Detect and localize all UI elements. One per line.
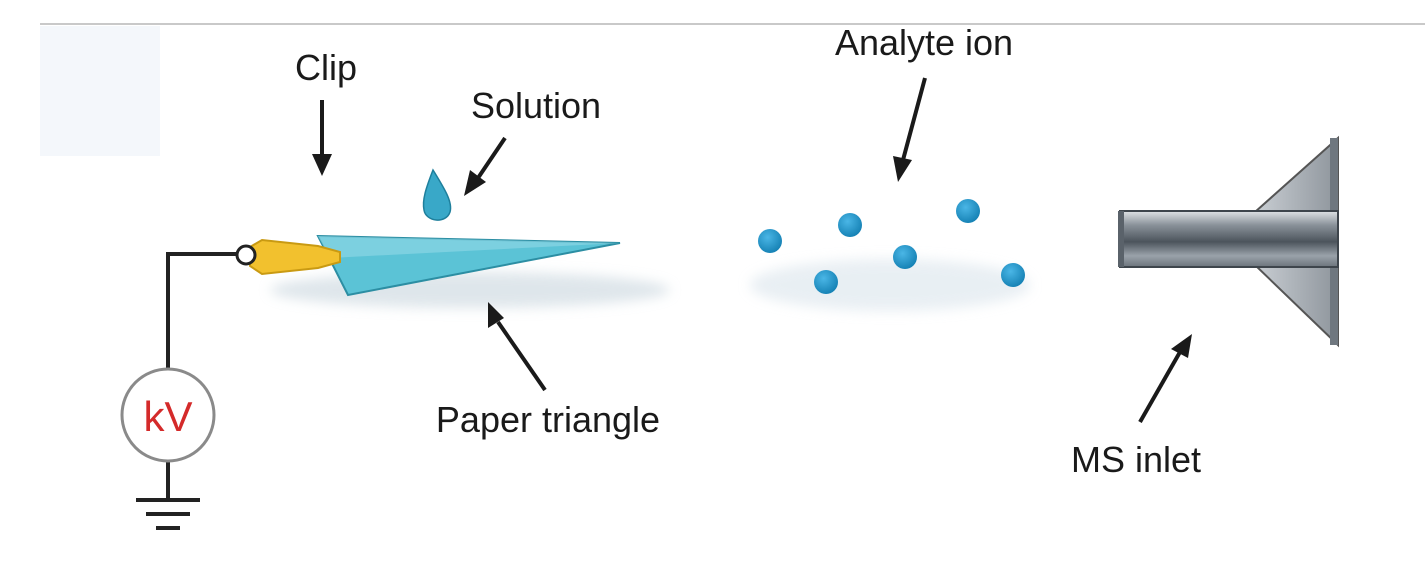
ms-inlet-arrow (1138, 351, 1182, 423)
analyte-ion-arrowhead (893, 156, 912, 182)
clip-icon (249, 238, 341, 276)
inlet-tube (1119, 210, 1339, 268)
analyte-ion-arrow (901, 77, 927, 161)
electrical-circuit: kV (120, 252, 247, 530)
ms-inlet (1118, 135, 1339, 348)
paper-triangle-assembly (235, 234, 670, 308)
analyte-ion (956, 199, 980, 223)
analyte-ion (1001, 263, 1025, 287)
clip-connector (235, 244, 257, 266)
paper-fold (318, 236, 620, 258)
inlet-tube-end (1118, 211, 1124, 267)
solution-droplet-icon (422, 168, 452, 221)
analyte-ion (838, 213, 862, 237)
solution-arrowhead (464, 170, 486, 196)
clip-label: Clip (295, 47, 357, 88)
faint-background-panel (40, 26, 160, 156)
paper-triangle-arrowhead (488, 302, 504, 328)
analyte-ion (893, 245, 917, 269)
ion-cloud-shadow (750, 259, 1030, 311)
analyte-ion-label: Analyte ion (835, 22, 1013, 63)
paper-shadow (270, 272, 670, 308)
solution-label: Solution (471, 85, 601, 126)
ms-inlet-label: MS inlet (1071, 439, 1201, 480)
analyte-ion-cloud (750, 199, 1030, 311)
voltage-source (120, 367, 216, 463)
inlet-cone-lower (1252, 264, 1339, 348)
clip-arrowhead (312, 154, 332, 176)
ground-icon (136, 498, 200, 530)
solution-arrow (476, 136, 507, 180)
analyte-ion (758, 229, 782, 253)
ms-inlet-arrowhead (1171, 334, 1192, 358)
annotation-arrows (312, 77, 1192, 423)
inlet-cone-upper (1252, 135, 1339, 213)
paper-triangle-label: Paper triangle (436, 399, 660, 440)
voltage-source-label: kV (143, 393, 192, 440)
paper-triangle-arrow (496, 320, 547, 392)
wire (166, 252, 247, 370)
analyte-ion (814, 270, 838, 294)
